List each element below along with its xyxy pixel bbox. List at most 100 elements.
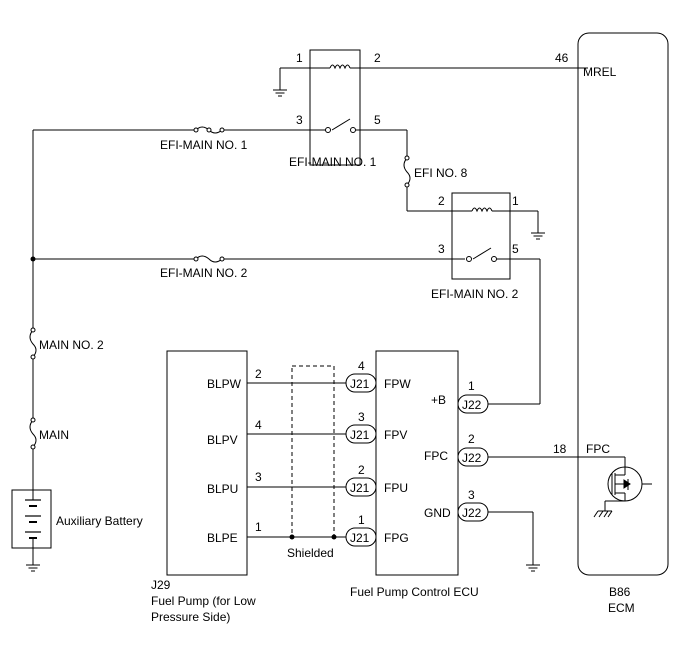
mrel-label: MREL: [583, 65, 617, 79]
ecu-pin-fpg: 1: [358, 513, 365, 527]
conn-label-fpw: J21: [350, 377, 370, 391]
pump-pin-blpe: 1: [255, 520, 262, 534]
relay2-contact: [466, 256, 472, 262]
pump-terminal-blpv: BLPV: [207, 433, 238, 447]
relay-efi-main-1-box: [309, 49, 361, 166]
main-no-2-fuse-label: MAIN NO. 2: [39, 338, 104, 352]
ecu-terminal-fpu: FPU: [384, 481, 408, 495]
relay1-label: EFI-MAIN NO. 1: [289, 155, 377, 169]
pump-pin-blpu: 3: [255, 470, 262, 484]
main-fuse-icon: [29, 419, 37, 448]
pump-name-line1: Fuel Pump (for Low: [151, 594, 256, 608]
battery-icon: [25, 490, 41, 548]
pump-terminal-blpw: BLPW: [207, 377, 242, 391]
shield-label: Shielded: [287, 546, 334, 560]
ecu-pin-fpv: 3: [358, 410, 365, 424]
mosfet-icon: [604, 466, 652, 511]
connector-j22-fpc: [457, 447, 489, 467]
fuse-terminal: [193, 127, 199, 133]
connector-j21-fpu: [345, 477, 377, 497]
ecu-terminal-fpv: FPV: [384, 428, 407, 442]
efi-no-8-fuse-icon: [403, 157, 411, 186]
fuse-terminal: [206, 127, 212, 133]
relay2-pin3: 3: [438, 242, 445, 256]
ecu-pin-fpw: 4: [358, 359, 365, 373]
fuse-terminal: [219, 127, 225, 133]
efi-no-8-fuse-label: EFI NO. 8: [414, 166, 468, 180]
battery-box: [11, 489, 52, 549]
ecu-pin-gnd: 3: [468, 488, 475, 502]
conn-label-plus-b: J22: [462, 398, 482, 412]
mrel-pin: 46: [555, 51, 569, 65]
connector-j21-fpv: [345, 424, 377, 444]
relay2-pin5: 5: [512, 242, 519, 256]
pump-terminal-blpu: BLPU: [207, 482, 238, 496]
relay1-ground-icon: [273, 89, 287, 97]
relay2-pin2: 2: [438, 194, 445, 208]
fuel-pump-box: [166, 350, 248, 576]
fuse-terminal: [404, 155, 410, 161]
efi-main-2-fuse-icon: [195, 255, 223, 263]
fuse-terminal: [30, 417, 36, 423]
relay2-label: EFI-MAIN NO. 2: [431, 287, 519, 301]
conn-label-gnd: J22: [462, 506, 482, 520]
conn-label-fpg: J21: [350, 531, 370, 545]
ecu-terminal-fpg: FPG: [384, 531, 409, 545]
relay2-pin1: 1: [512, 194, 519, 208]
ecu-terminal-fpc: FPC: [424, 449, 448, 463]
main-fuse-label: MAIN: [39, 428, 69, 442]
relay1-contact: [325, 127, 331, 133]
fuse-terminal: [30, 444, 36, 450]
relay1-contact: [350, 127, 356, 133]
pump-name-line2: Pressure Side): [151, 610, 230, 624]
junction-dot: [289, 534, 295, 540]
fpc-pin: 18: [553, 442, 567, 456]
fuse-terminal: [219, 256, 225, 262]
connector-j22-plus-b: [457, 394, 489, 414]
ecu-pin-fpc: 2: [468, 432, 475, 446]
pump-pin-blpw: 2: [255, 367, 262, 381]
fp-ecu-ground-icon: [526, 564, 540, 572]
ecm-chassis-ground-icon: [593, 510, 613, 518]
fp-ecu-name: Fuel Pump Control ECU: [350, 585, 479, 599]
ecu-terminal-fpw: FPW: [384, 377, 411, 391]
fuse-terminal: [404, 182, 410, 188]
fuse-terminal: [30, 327, 36, 333]
fp-ecu-box: [375, 350, 459, 576]
ecu-pin-fpu: 2: [358, 463, 365, 477]
efi-main-1-fuse-label: EFI-MAIN NO. 1: [160, 138, 248, 152]
battery-label: Auxiliary Battery: [56, 514, 143, 528]
main-no-2-fuse-icon: [29, 329, 37, 358]
connector-j21-fpg: [345, 527, 377, 547]
ecu-terminal-gnd: GND: [424, 506, 451, 520]
fuse-terminal: [193, 256, 199, 262]
relay2-contact: [491, 256, 497, 262]
junction-dot: [331, 534, 337, 540]
conn-label-fpc: J22: [462, 451, 482, 465]
conn-label-fpu: J21: [350, 481, 370, 495]
ecu-pin-plus-b: 1: [468, 379, 475, 393]
ecu-terminal-plus-b: +B: [431, 393, 446, 407]
relay1-pin2: 2: [374, 51, 381, 65]
shield-box: [291, 365, 335, 538]
connector-j22-gnd: [457, 502, 489, 522]
ecm-fpc-label: FPC: [586, 442, 610, 456]
pump-code: J29: [151, 578, 171, 592]
ecm-code: B86: [609, 585, 631, 599]
conn-label-fpv: J21: [350, 428, 370, 442]
relay1-pin1: 1: [296, 51, 303, 65]
relay1-pin3: 3: [296, 113, 303, 127]
relay1-pin5: 5: [374, 113, 381, 127]
relay2-coil-icon: [471, 207, 493, 213]
ecm-name: ECM: [608, 601, 635, 615]
pump-pin-blpv: 4: [255, 418, 262, 432]
connector-j21-fpw: [345, 373, 377, 393]
relay1-switch-blade: [331, 118, 351, 131]
relay-efi-main-2-box: [451, 192, 511, 280]
fuse-terminal: [30, 354, 36, 360]
relay2-ground-icon: [531, 232, 545, 240]
pump-terminal-blpe: BLPE: [207, 531, 238, 545]
battery-ground-icon: [26, 564, 40, 572]
relay1-coil-icon: [329, 64, 351, 70]
